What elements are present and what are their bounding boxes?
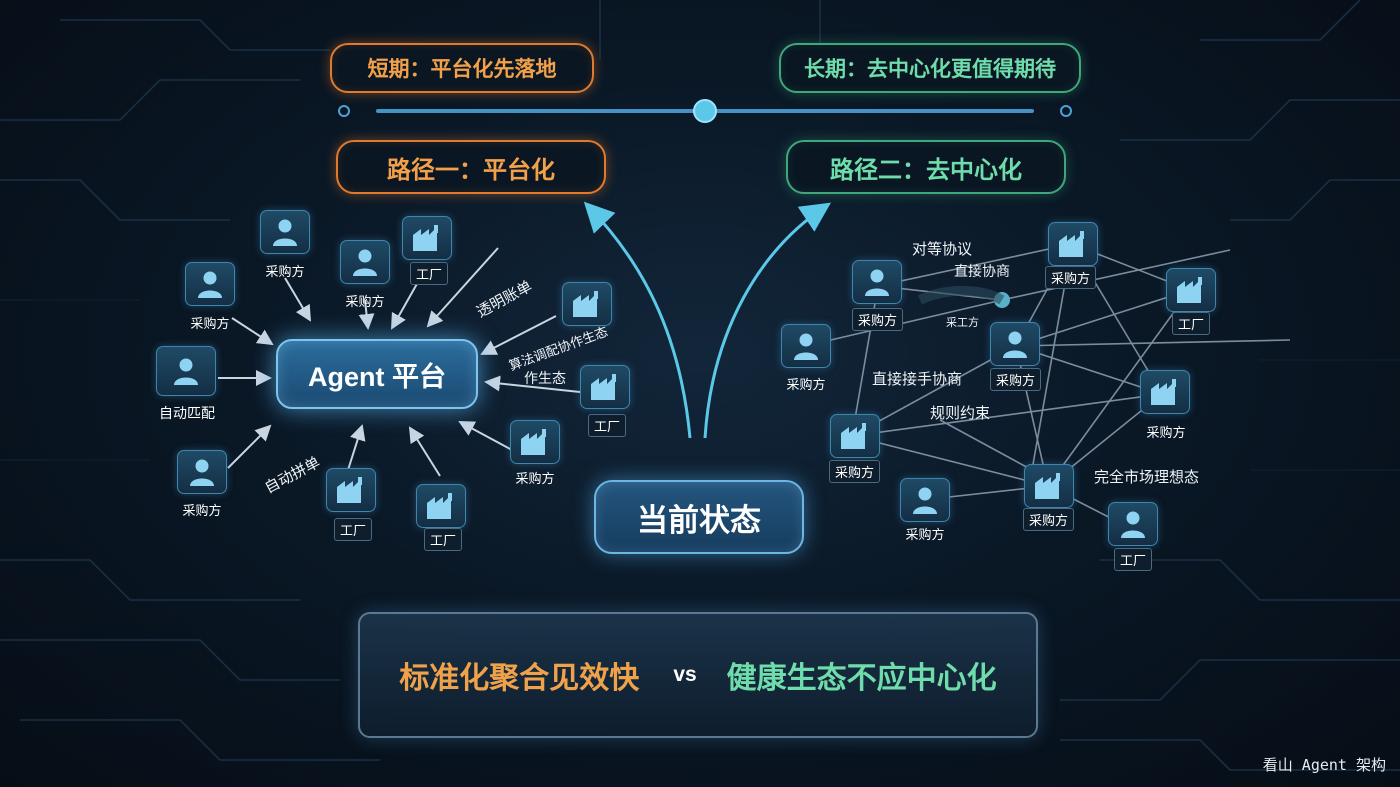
buyer-icon xyxy=(913,487,937,514)
platform-node-label: 采购方 xyxy=(265,264,305,279)
network-node-label: 工厂 xyxy=(1114,548,1153,571)
edge-label: 直接接手协商 xyxy=(872,371,963,388)
platform-node-factory xyxy=(580,365,630,409)
current-state-box: 当前状态 xyxy=(594,480,804,554)
platform-node-label: 工厂 xyxy=(410,262,449,285)
network-node-buyer xyxy=(990,322,1040,366)
network-node-factory xyxy=(1166,268,1216,312)
buyer-icon xyxy=(273,219,297,246)
network-node-buyer xyxy=(781,324,831,368)
platform-node-factory xyxy=(416,484,466,528)
platform-node-factory xyxy=(326,468,376,512)
short-term-label: 短期：平台化先落地 xyxy=(330,43,594,93)
factory-icon xyxy=(337,477,362,503)
vs-label: vs xyxy=(673,663,697,686)
factory-icon xyxy=(1177,277,1202,303)
factory-icon xyxy=(1059,231,1084,257)
buyer-icon xyxy=(198,271,222,298)
factory-icon xyxy=(521,429,546,455)
network-node-label: 采购方 xyxy=(852,308,904,331)
buyer-icon xyxy=(190,459,214,486)
factory-icon xyxy=(591,374,616,400)
platform-node-factory xyxy=(562,282,612,326)
network-node-label: 采购方 xyxy=(1045,266,1097,289)
platform-node-label: 自动匹配 xyxy=(159,405,215,421)
network-node-label: 工厂 xyxy=(1172,312,1211,335)
comparison-panel: 标准化聚合见效快 vs 健康生态不应中心化 xyxy=(358,612,1038,738)
network-node-factory xyxy=(1024,464,1074,508)
network-node-label: 采购方 xyxy=(905,527,945,542)
edge-label: 对等协议 xyxy=(912,241,973,258)
platform-node-factory xyxy=(510,420,560,464)
network-node-buyer xyxy=(900,478,950,522)
factory-icon xyxy=(1151,379,1176,405)
platform-node-buyer xyxy=(185,262,235,306)
factory-icon xyxy=(841,423,866,449)
edge-label: 采工方 xyxy=(946,317,979,329)
edge-label: 完全市场理想态 xyxy=(1094,469,1200,486)
factory-icon xyxy=(413,225,438,251)
platform-node-label: 工厂 xyxy=(424,528,463,551)
network-node-buyer xyxy=(1108,502,1158,546)
network-node-label: 采购方 xyxy=(829,460,881,483)
network-node-label: 采购方 xyxy=(786,377,826,392)
edge-label: 直接协商 xyxy=(954,263,1010,279)
buyer-icon xyxy=(1003,331,1027,358)
platform-node-buyer xyxy=(340,240,390,284)
platform-node-label: 采购方 xyxy=(345,294,385,309)
edge-label: 作生态 xyxy=(524,370,566,386)
network-node-label: 采购方 xyxy=(1023,508,1075,531)
network-node-factory xyxy=(830,414,880,458)
platform-node-label: 工厂 xyxy=(334,518,373,541)
factory-icon xyxy=(1035,473,1060,499)
buyer-icon xyxy=(1121,511,1145,538)
buyer-icon xyxy=(794,333,818,360)
network-node-factory xyxy=(1140,370,1190,414)
platform-node-factory xyxy=(402,216,452,260)
platform-node-buyer xyxy=(260,210,310,254)
factory-icon xyxy=(573,291,598,317)
platform-node-label: 工厂 xyxy=(588,414,627,437)
network-node-label: 采购方 xyxy=(990,368,1042,391)
platform-node-buyer xyxy=(156,346,216,396)
network-node-factory xyxy=(1048,222,1098,266)
network-node-label: 采购方 xyxy=(1146,425,1186,440)
network-node-buyer xyxy=(852,260,902,304)
watermark: 看山 Agent 架构 xyxy=(1262,756,1386,774)
decentralized-benefit-text: 健康生态不应中心化 xyxy=(726,662,997,695)
path2-label: 路径二：去中心化 xyxy=(786,140,1066,194)
buyer-icon xyxy=(353,249,377,276)
buyer-icon xyxy=(174,358,198,385)
path1-label: 路径一：平台化 xyxy=(336,140,606,194)
long-term-label: 长期：去中心化更值得期待 xyxy=(779,43,1081,93)
buyer-icon xyxy=(865,269,889,296)
factory-icon xyxy=(427,493,452,519)
agent-platform-hub: Agent 平台 xyxy=(276,339,478,409)
platform-node-label: 采购方 xyxy=(182,503,222,518)
platform-node-label: 采购方 xyxy=(190,316,230,331)
platform-node-buyer xyxy=(177,450,227,494)
platform-node-label: 采购方 xyxy=(515,471,555,486)
edge-label: 规则约束 xyxy=(930,405,991,422)
platform-benefit-text: 标准化聚合见效快 xyxy=(399,662,640,695)
